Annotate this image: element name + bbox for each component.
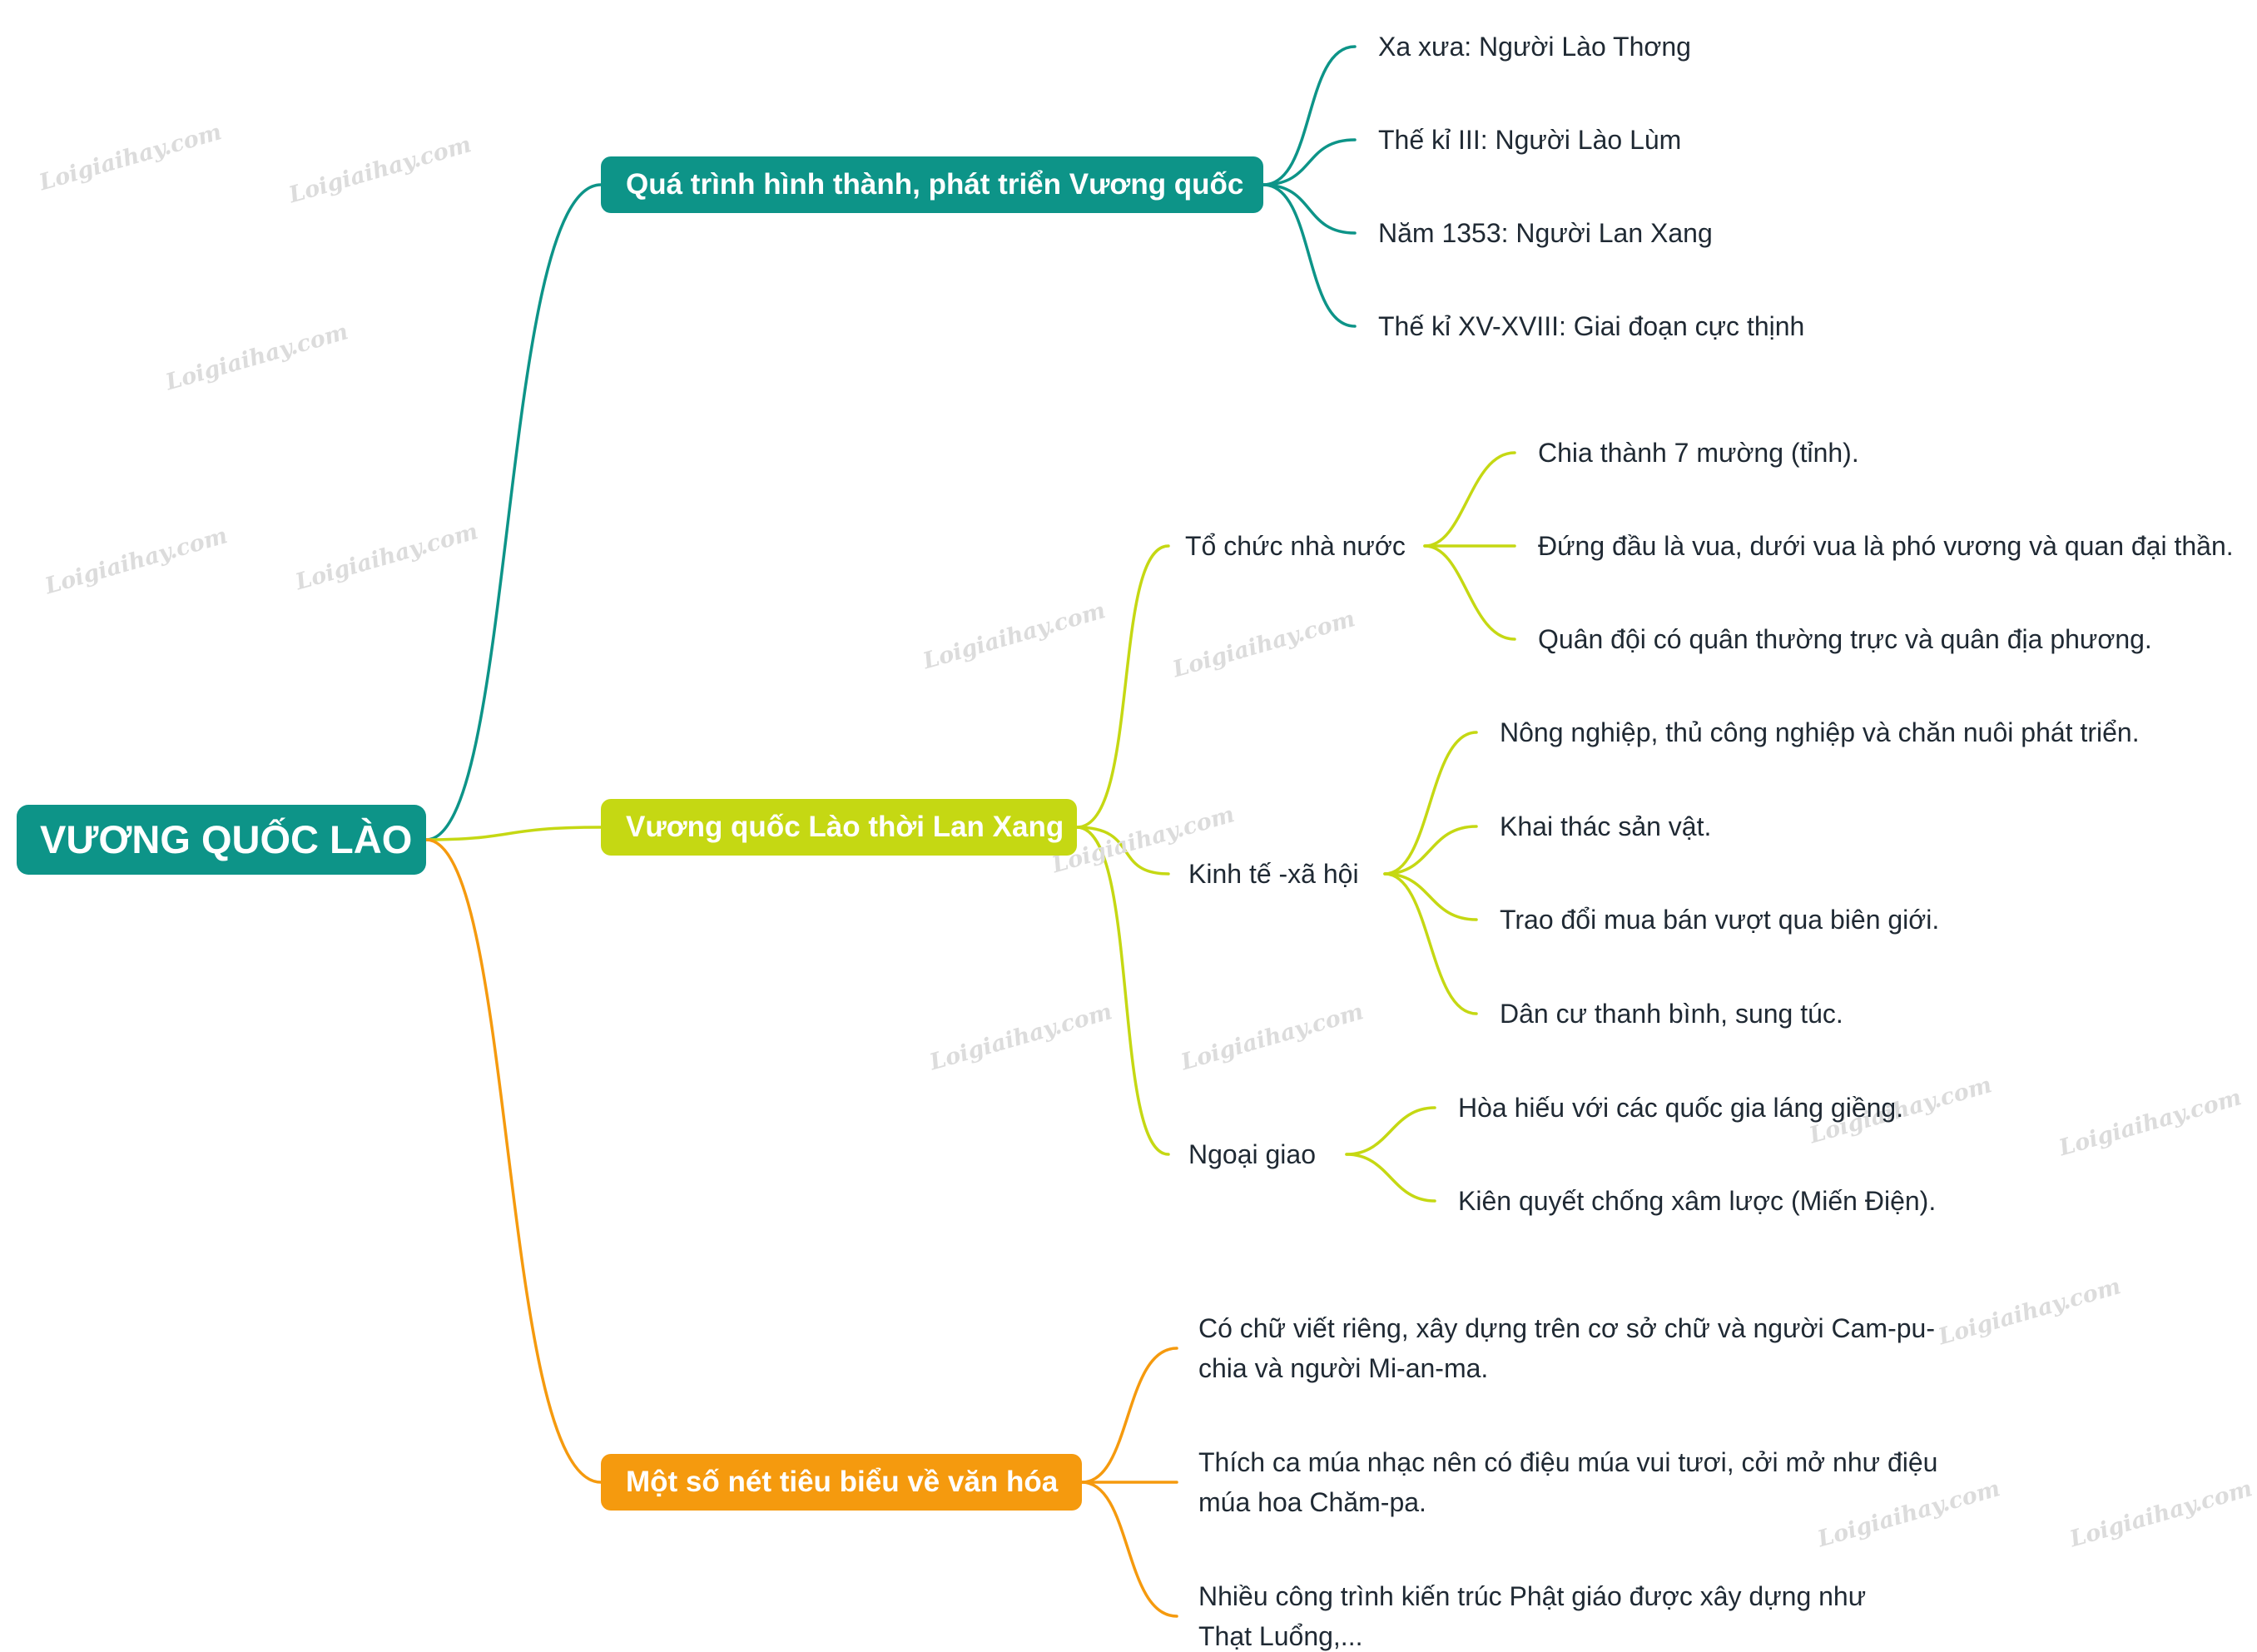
connector-sub1-leaf-1 — [1423, 451, 1516, 548]
leaf-economy-4[interactable]: Dân cư thanh bình, sung túc. — [1500, 999, 1843, 1029]
connector-root-b3 — [424, 838, 603, 1484]
connector-sub2-leaf-1 — [1383, 731, 1478, 876]
connector-sub2-leaf-2 — [1383, 825, 1478, 876]
connector-b1-leaf-3 — [1262, 183, 1357, 235]
connector-b3-leaf-1 — [1080, 1347, 1178, 1484]
leaf-state-2[interactable]: Đứng đầu là vua, dưới vua là phó vương v… — [1538, 531, 2234, 561]
leaf-diplomacy-2[interactable]: Kiên quyết chống xâm lược (Miến Điện). — [1458, 1186, 1937, 1216]
leaf-formation-4[interactable]: Thế kỉ XV-XVIII: Giai đoạn cực thịnh — [1378, 311, 1805, 341]
leaf-formation-2[interactable]: Thế kỉ III: Người Lào Lùm — [1378, 125, 1682, 155]
leaf-culture-1[interactable]: Có chữ viết riêng, xây dựng trên cơ sở c… — [1198, 1313, 1935, 1383]
root-node[interactable]: VƯƠNG QUỐC LÀO — [17, 805, 426, 875]
connector-sub3-leaf-1 — [1345, 1106, 1436, 1156]
leaf-economy-3[interactable]: Trao đổi mua bán vượt qua biên giới. — [1500, 905, 1940, 935]
leaf-diplomacy-1[interactable]: Hòa hiếu với các quốc gia láng giềng. — [1458, 1093, 1904, 1123]
branch-lan-xang[interactable]: Vương quốc Lào thời Lan Xang — [601, 799, 1077, 856]
connector-b2-sub-1 — [1075, 544, 1170, 829]
leaf-culture-2[interactable]: Thích ca múa nhạc nên có điệu múa vui tư… — [1198, 1447, 1938, 1517]
connector-root-b2 — [424, 826, 603, 841]
connector-root-b1 — [424, 183, 603, 841]
branch-formation[interactable]: Quá trình hình thành, phát triển Vương q… — [601, 156, 1263, 213]
subtopic-diplomacy[interactable]: Ngoại giao — [1188, 1139, 1316, 1169]
subtopic-state-organization[interactable]: Tổ chức nhà nước — [1185, 531, 1406, 561]
leaf-formation-1[interactable]: Xa xưa: Người Lào Thơng — [1378, 32, 1691, 62]
leaf-economy-1[interactable]: Nông nghiệp, thủ công nghiệp và chăn nuô… — [1500, 717, 2140, 747]
leaf-formation-3[interactable]: Năm 1353: Người Lan Xang — [1378, 218, 1713, 248]
leaf-state-1[interactable]: Chia thành 7 mường (tỉnh). — [1538, 438, 1859, 468]
subtopic-economy-society[interactable]: Kinh tế -xã hội — [1188, 859, 1359, 889]
branch-culture[interactable]: Một số nét tiêu biểu về văn hóa — [601, 1454, 1082, 1511]
connector-b1-leaf-2 — [1262, 138, 1357, 186]
leaf-state-3[interactable]: Quân đội có quân thường trực và quân địa… — [1538, 624, 2152, 654]
connector-b2-sub-2 — [1075, 826, 1170, 876]
connector-sub1-leaf-3 — [1423, 544, 1516, 641]
connector-b3-leaf-3 — [1080, 1481, 1178, 1618]
connector-sub3-leaf-2 — [1345, 1153, 1436, 1203]
connector-sub2-leaf-4 — [1383, 872, 1478, 1015]
connector-b1-leaf-1 — [1262, 45, 1357, 186]
connector-b2-sub-3 — [1075, 826, 1170, 1156]
connector-b1-leaf-4 — [1262, 183, 1357, 328]
leaf-culture-3[interactable]: Nhiều công trình kiến trúc Phật giáo đượ… — [1198, 1581, 1867, 1651]
leaf-economy-2[interactable]: Khai thác sản vật. — [1500, 811, 1712, 841]
connector-sub2-leaf-3 — [1383, 872, 1478, 921]
